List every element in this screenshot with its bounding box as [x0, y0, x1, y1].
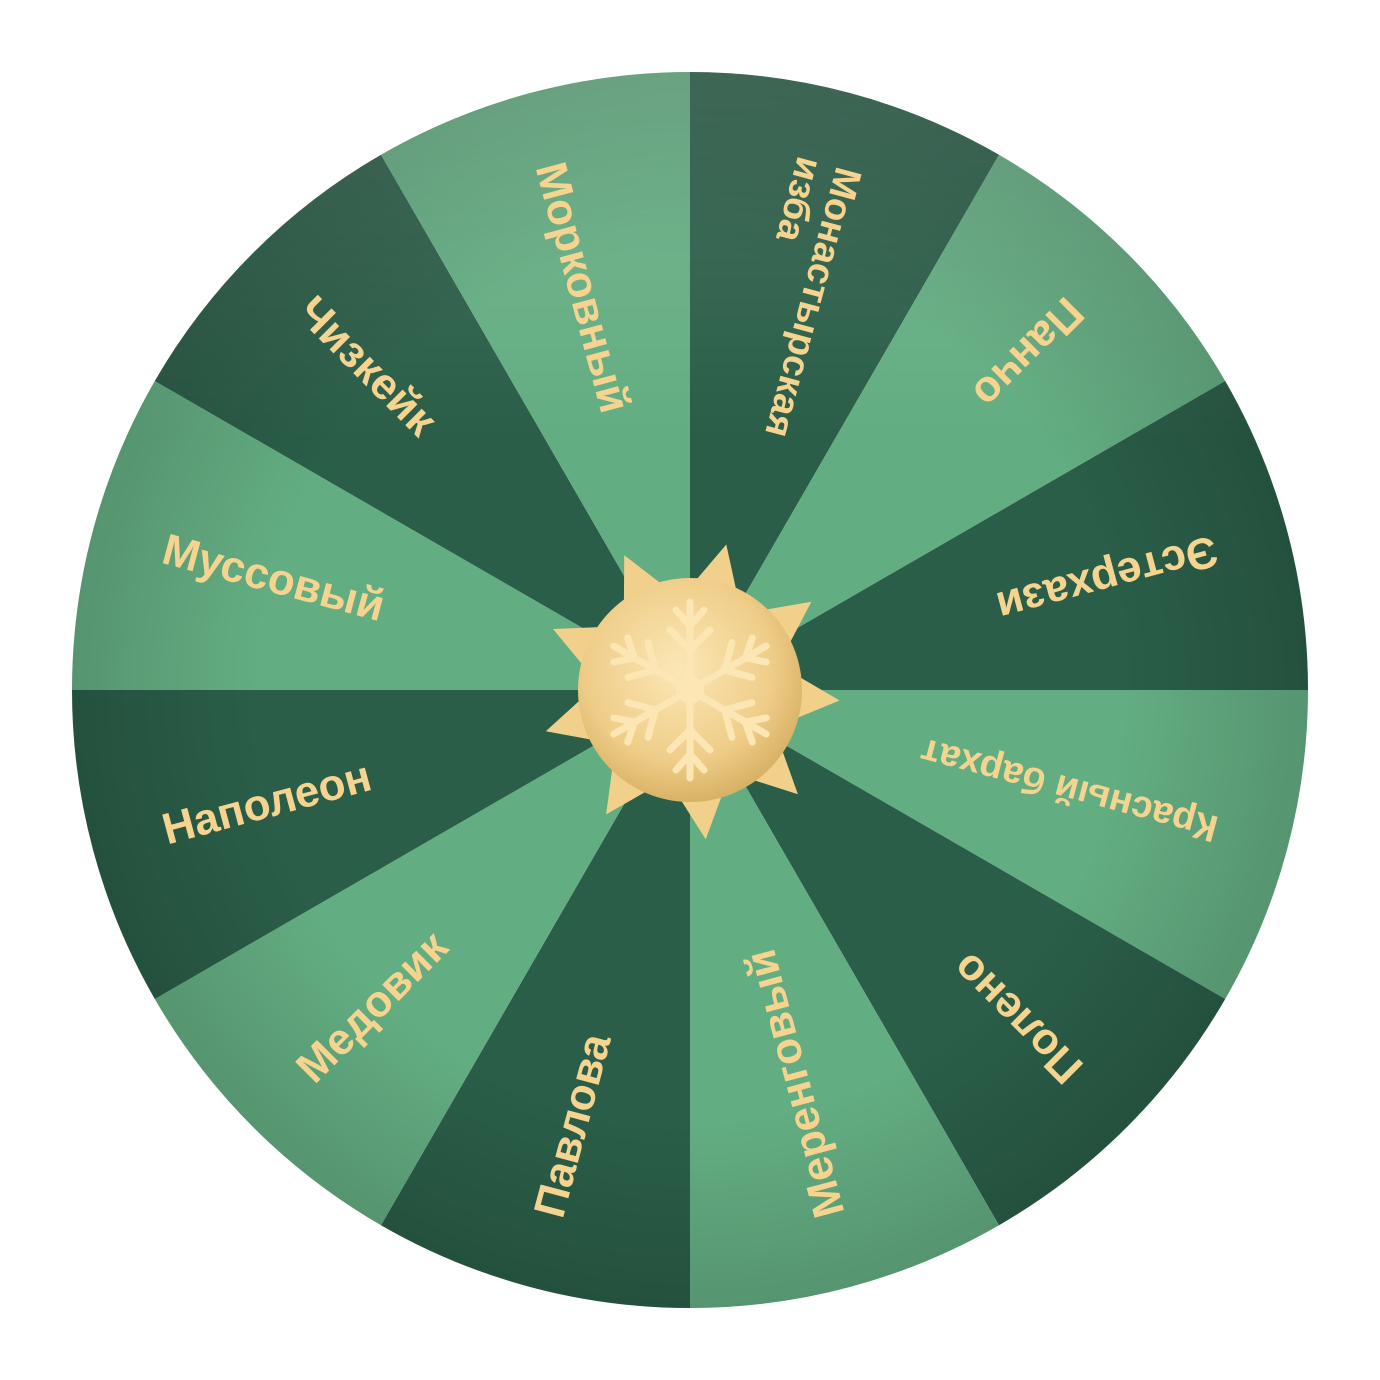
snowflake-icon [610, 598, 770, 782]
wheel-hub[interactable] [545, 544, 840, 840]
